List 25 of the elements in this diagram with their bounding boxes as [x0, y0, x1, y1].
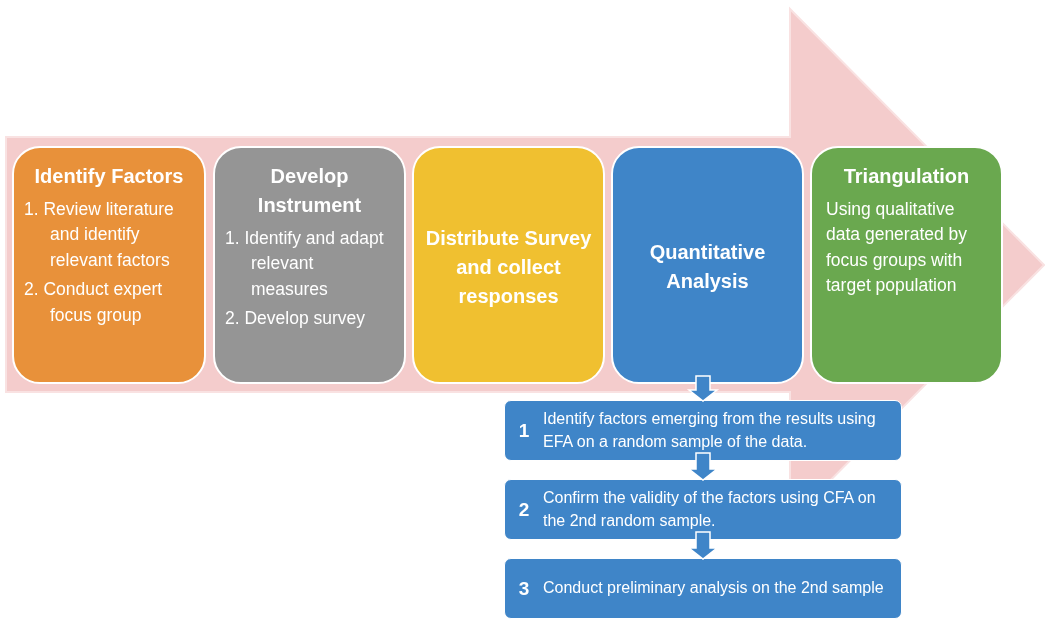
- list-item: 2. Conduct expert focus group: [24, 278, 164, 327]
- step-number: 3: [517, 577, 531, 600]
- step-number: 2: [517, 498, 531, 521]
- stage-title: Triangulation: [842, 164, 971, 189]
- step-box: [504, 479, 902, 540]
- step-box: [504, 400, 902, 461]
- stage-description: Using qualitative data generated by focus groups with target population: [825, 198, 969, 298]
- list-item: 1. Review literature and identify relevant factors: [24, 198, 175, 272]
- stage-box: [213, 146, 406, 384]
- step-box: [504, 558, 902, 619]
- step-number: 1: [517, 419, 531, 442]
- stage-title: Develop Instrument: [256, 164, 363, 218]
- step-description: Confirm the validity of the factors using CFA on the 2nd random sample.: [543, 488, 877, 531]
- block-arrow: [686, 375, 720, 402]
- list-item: 2. Develop survey: [225, 307, 367, 331]
- stage-box: [12, 146, 206, 384]
- step-description: Identify factors emerging from the results using EFA on a random sample of the data.: [543, 409, 877, 452]
- stage-title: Identify Factors: [33, 164, 185, 189]
- list-item: 1. Identify and adapt relevant measures: [225, 227, 385, 301]
- step-description: Conduct preliminary analysis on the 2nd sample: [543, 578, 884, 599]
- stage-title: Distribute Survey and collect responses: [424, 225, 593, 309]
- stage-box: [810, 146, 1003, 384]
- stage-title: Quantitative Analysis: [648, 240, 767, 294]
- stage-box: [412, 146, 605, 384]
- stage-box: [611, 146, 804, 384]
